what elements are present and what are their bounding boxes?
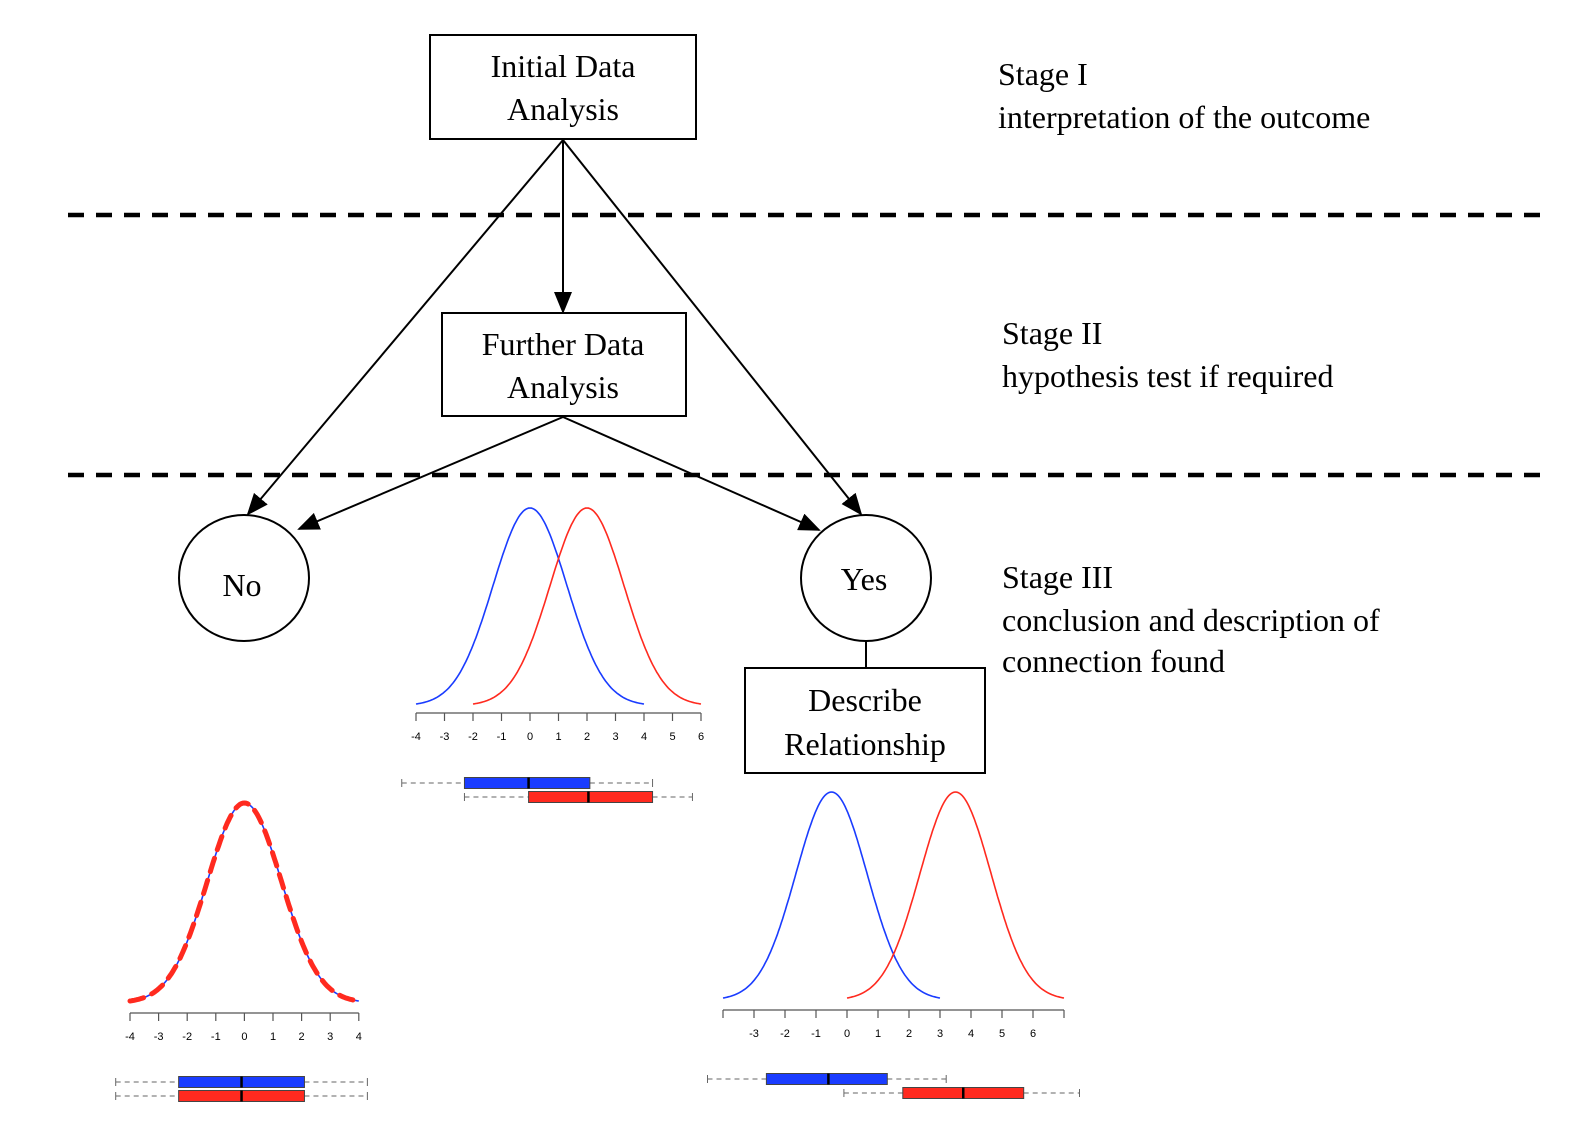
x-axis-tick-label: -1 [211,1031,221,1043]
boxplot-red [463,791,693,803]
edge-initial-to-yes [562,139,863,516]
boxplot-blue [707,1073,947,1085]
edges [246,139,867,668]
x-axis-tick-label: -4 [125,1031,135,1043]
node-initial-line-1: Initial Data [491,48,636,84]
x-axis-tick-label: 2 [584,731,590,743]
node-describe-line-1: Describe [808,682,922,718]
boxplot-box [765,1073,888,1085]
node-further-line-1: Further Data [482,326,645,362]
density-curve-red [127,800,362,1004]
x-axis-tick-label: -2 [780,1028,790,1040]
x-axis-tick-label: 1 [555,731,561,743]
x-axis-tick-label: 4 [641,731,647,743]
x-axis-tick-label: -3 [154,1031,164,1043]
x-axis-tick-label: -3 [440,731,450,743]
node-yes: Yes [800,514,932,642]
x-axis-tick-label: 0 [241,1031,247,1043]
x-axis-tick-label: 2 [906,1028,912,1040]
x-axis-tick-label: 1 [270,1031,276,1043]
x-axis-tick-label: -3 [749,1028,759,1040]
node-no-label: No [222,567,261,603]
stage-3-description-line-2: connection found [1002,643,1225,679]
node-no: No [178,514,310,642]
boxplot-red [115,1090,368,1102]
x-axis-tick-label: 4 [356,1031,362,1043]
stage-2-description: hypothesis test if required [1002,358,1333,394]
edge-further-to-yes [562,416,821,531]
boxplot-box [463,777,591,789]
x-axis-tick-label: 3 [612,731,618,743]
chart-no-difference: -4 -3 -2 -1 0 1 2 3 4 [115,800,368,1102]
boxplot-red [843,1087,1080,1099]
stage-1-description: interpretation of the outcome [998,99,1370,135]
node-yes-label: Yes [841,561,888,597]
stage-2-title: Stage II [1002,315,1102,351]
stage-3-label: Stage III conclusion and description of … [1002,559,1380,679]
x-axis-tick-label: 2 [299,1031,305,1043]
stage-2-label: Stage II hypothesis test if required [1002,315,1333,394]
x-axis-tick-label: -1 [811,1028,821,1040]
boxplot-blue [115,1076,368,1088]
x-axis-tick-label: 3 [937,1028,943,1040]
x-axis-tick-label: 4 [968,1028,974,1040]
node-initial-line-2: Analysis [507,91,619,127]
density-curve-red [472,507,702,705]
stage-1-title: Stage I [998,56,1088,92]
x-axis-tick-label: -2 [468,731,478,743]
x-axis-tick-label: 0 [527,731,533,743]
boxplot-blue [401,777,654,789]
x-axis-tick-label: 1 [875,1028,881,1040]
x-axis-tick-label: 5 [999,1028,1005,1040]
x-axis-tick-label: 5 [669,731,675,743]
x-axis-tick-label: 6 [1030,1028,1036,1040]
stage-3-description-line-1: conclusion and description of [1002,602,1380,638]
chart-clear-difference: -3 -2 -1 0 1 2 3 4 5 6 [707,791,1080,1099]
node-further-line-2: Analysis [507,369,619,405]
density-curve-blue [722,791,941,999]
x-axis-tick-label: 3 [327,1031,333,1043]
stage-3-title: Stage III [1002,559,1113,595]
edge-further-to-no [297,416,564,530]
density-curve-blue [415,507,645,705]
node-describe-line-2: Relationship [784,726,946,762]
chart-partial-overlap: -4 -3 -2 -1 0 1 2 3 4 5 6 [401,507,704,803]
density-curve-red [846,791,1065,999]
x-axis-tick-label: 6 [698,731,704,743]
x-axis-tick-label: 0 [844,1028,850,1040]
x-axis-tick-label: -1 [497,731,507,743]
density-curve-blue [129,802,359,1002]
x-axis-tick-label: -2 [182,1031,192,1043]
node-further-data-analysis: Further Data Analysis [441,312,687,417]
stage-1-label: Stage I interpretation of the outcome [998,56,1370,135]
node-describe-relationship: Describe Relationship [744,667,986,774]
boxplot-box [528,791,654,803]
x-axis-tick-label: -4 [411,731,421,743]
edge-initial-to-no [246,139,564,516]
node-initial-data-analysis: Initial Data Analysis [429,34,697,140]
